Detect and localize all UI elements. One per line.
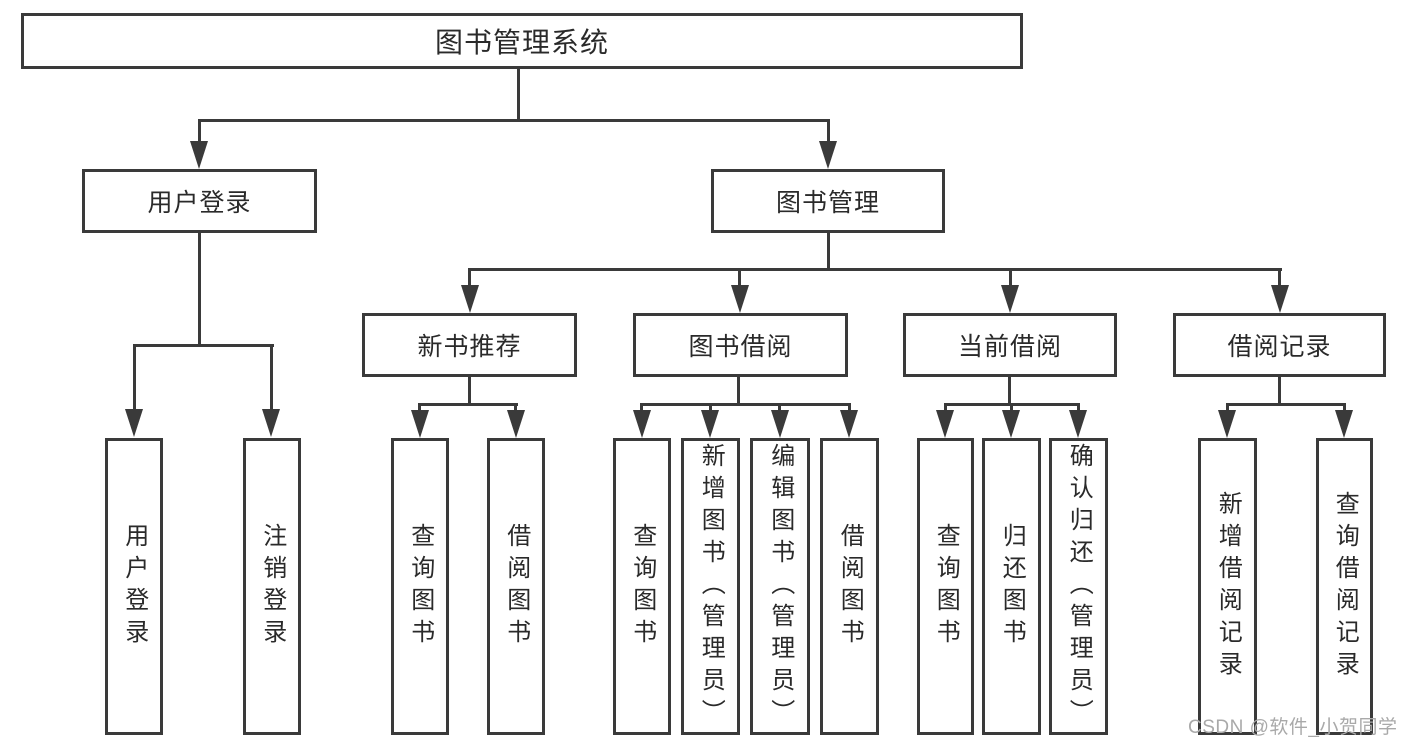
leaf-query-borrow-record: 查询借阅记录 — [1316, 438, 1373, 735]
arrowhead-into-book-management — [819, 141, 837, 169]
arrowhead-into-current-borrowing — [1001, 285, 1019, 313]
connector-new-book-recommend-stem — [468, 377, 471, 406]
connector-user-login-horizontal — [133, 344, 274, 347]
connector-stem-borrow-add — [709, 403, 712, 413]
connector-stem-to-leaf-user-login — [133, 344, 136, 412]
leaf-borrowing-borrow-books-label: 借阅图书 — [836, 522, 864, 651]
leaf-newbook-borrow-books-label: 借阅图书 — [502, 522, 530, 651]
leaf-borrowing-query-books-label: 查询图书 — [628, 522, 656, 651]
csdn-watermark: CSDN @软件_小贺同学 — [1188, 717, 1398, 738]
leaf-add-borrow-record: 新增借阅记录 — [1198, 438, 1257, 735]
leaf-return-books: 归还图书 — [982, 438, 1041, 735]
leaf-newbook-query-books-label: 查询图书 — [406, 522, 434, 651]
connector-root-stem — [517, 68, 520, 121]
leaf-current-query-books: 查询图书 — [917, 438, 974, 735]
connector-book-management-horizontal — [469, 268, 1282, 271]
leaf-borrowing-query-books: 查询图书 — [613, 438, 671, 735]
connector-root-horizontal — [198, 119, 830, 122]
arrowhead-into-records-query — [1335, 410, 1353, 438]
arrowhead-into-new-book-recommend — [461, 285, 479, 313]
arrowhead-into-user-login — [190, 141, 208, 169]
leaf-current-query-books-label: 查询图书 — [932, 522, 960, 651]
leaf-add-borrow-record-label: 新增借阅记录 — [1214, 490, 1242, 683]
arrowhead-into-borrowing-records — [1271, 285, 1289, 313]
connector-stem-records-add — [1226, 403, 1229, 413]
connector-stem-borrow-borrow — [848, 403, 851, 413]
leaf-borrowing-borrow-books: 借阅图书 — [820, 438, 879, 735]
leaf-user-login: 用户登录 — [105, 438, 163, 735]
connector-stem-borrow-edit — [778, 403, 781, 413]
arrowhead-into-records-add — [1218, 410, 1236, 438]
connector-borrowing-records-stem — [1278, 377, 1281, 406]
leaf-add-books-admin: 新增图书（管理员） — [681, 438, 740, 735]
connector-stem-current-confirm — [1077, 403, 1080, 413]
node-library-management-system: 图书管理系统 — [21, 13, 1023, 69]
node-book-management: 图书管理 — [711, 169, 945, 233]
connector-borrowing-records-horizontal — [1226, 403, 1346, 406]
arrowhead-into-book-borrowing — [731, 285, 749, 313]
arrowhead-into-borrow-edit — [771, 410, 789, 438]
node-current-borrowing: 当前借阅 — [903, 313, 1117, 377]
arrowhead-into-leaf-logout — [262, 409, 280, 437]
leaf-logout-label: 注销登录 — [258, 522, 286, 651]
connector-stem-current-return — [1010, 403, 1013, 413]
connector-book-borrowing-stem — [737, 377, 740, 406]
node-new-book-recommend: 新书推荐 — [362, 313, 577, 377]
node-user-login: 用户登录 — [82, 169, 317, 233]
arrowhead-into-current-confirm — [1069, 410, 1087, 438]
connector-stem-newbook-query — [418, 403, 421, 413]
connector-stem-to-leaf-logout — [270, 344, 273, 412]
connector-stem-to-book-borrowing — [738, 268, 741, 288]
leaf-confirm-return-admin: 确认归还（管理员） — [1049, 438, 1108, 735]
leaf-add-books-admin-label: 新增图书（管理员） — [697, 442, 725, 731]
leaf-user-login-label: 用户登录 — [120, 522, 148, 651]
leaf-newbook-borrow-books: 借阅图书 — [487, 438, 545, 735]
connector-stem-borrow-query — [640, 403, 643, 413]
leaf-logout: 注销登录 — [243, 438, 301, 735]
connector-new-book-recommend-horizontal — [418, 403, 518, 406]
arrowhead-into-current-return — [1002, 410, 1020, 438]
arrowhead-into-leaf-user-login — [125, 409, 143, 437]
connector-stem-to-user-login — [198, 119, 201, 145]
connector-stem-current-query — [944, 403, 947, 413]
arrowhead-into-borrow-add — [701, 410, 719, 438]
arrowhead-into-current-query — [936, 410, 954, 438]
leaf-query-borrow-record-label: 查询借阅记录 — [1331, 490, 1359, 683]
arrowhead-into-borrow-borrow — [840, 410, 858, 438]
node-borrowing-records: 借阅记录 — [1173, 313, 1386, 377]
connector-current-borrowing-stem — [1008, 377, 1011, 406]
leaf-edit-books-admin: 编辑图书（管理员） — [750, 438, 810, 735]
arrowhead-into-borrow-query — [633, 410, 651, 438]
node-book-borrowing: 图书借阅 — [633, 313, 848, 377]
connector-user-login-stem — [198, 233, 201, 347]
connector-book-management-stem — [827, 233, 830, 271]
connector-stem-records-query — [1343, 403, 1346, 413]
connector-stem-to-new-book-recommend — [468, 268, 471, 288]
leaf-edit-books-admin-label: 编辑图书（管理员） — [766, 442, 794, 731]
leaf-return-books-label: 归还图书 — [998, 522, 1026, 651]
connector-book-borrowing-horizontal — [640, 403, 851, 406]
connector-stem-newbook-borrow — [514, 403, 517, 413]
leaf-confirm-return-admin-label: 确认归还（管理员） — [1065, 442, 1093, 731]
arrowhead-into-newbook-borrow — [507, 410, 525, 438]
arrowhead-into-newbook-query — [411, 410, 429, 438]
leaf-newbook-query-books: 查询图书 — [391, 438, 449, 735]
connector-stem-to-borrowing-records — [1278, 268, 1281, 288]
connector-stem-to-book-management — [827, 119, 830, 145]
connector-stem-to-current-borrowing — [1009, 268, 1012, 288]
